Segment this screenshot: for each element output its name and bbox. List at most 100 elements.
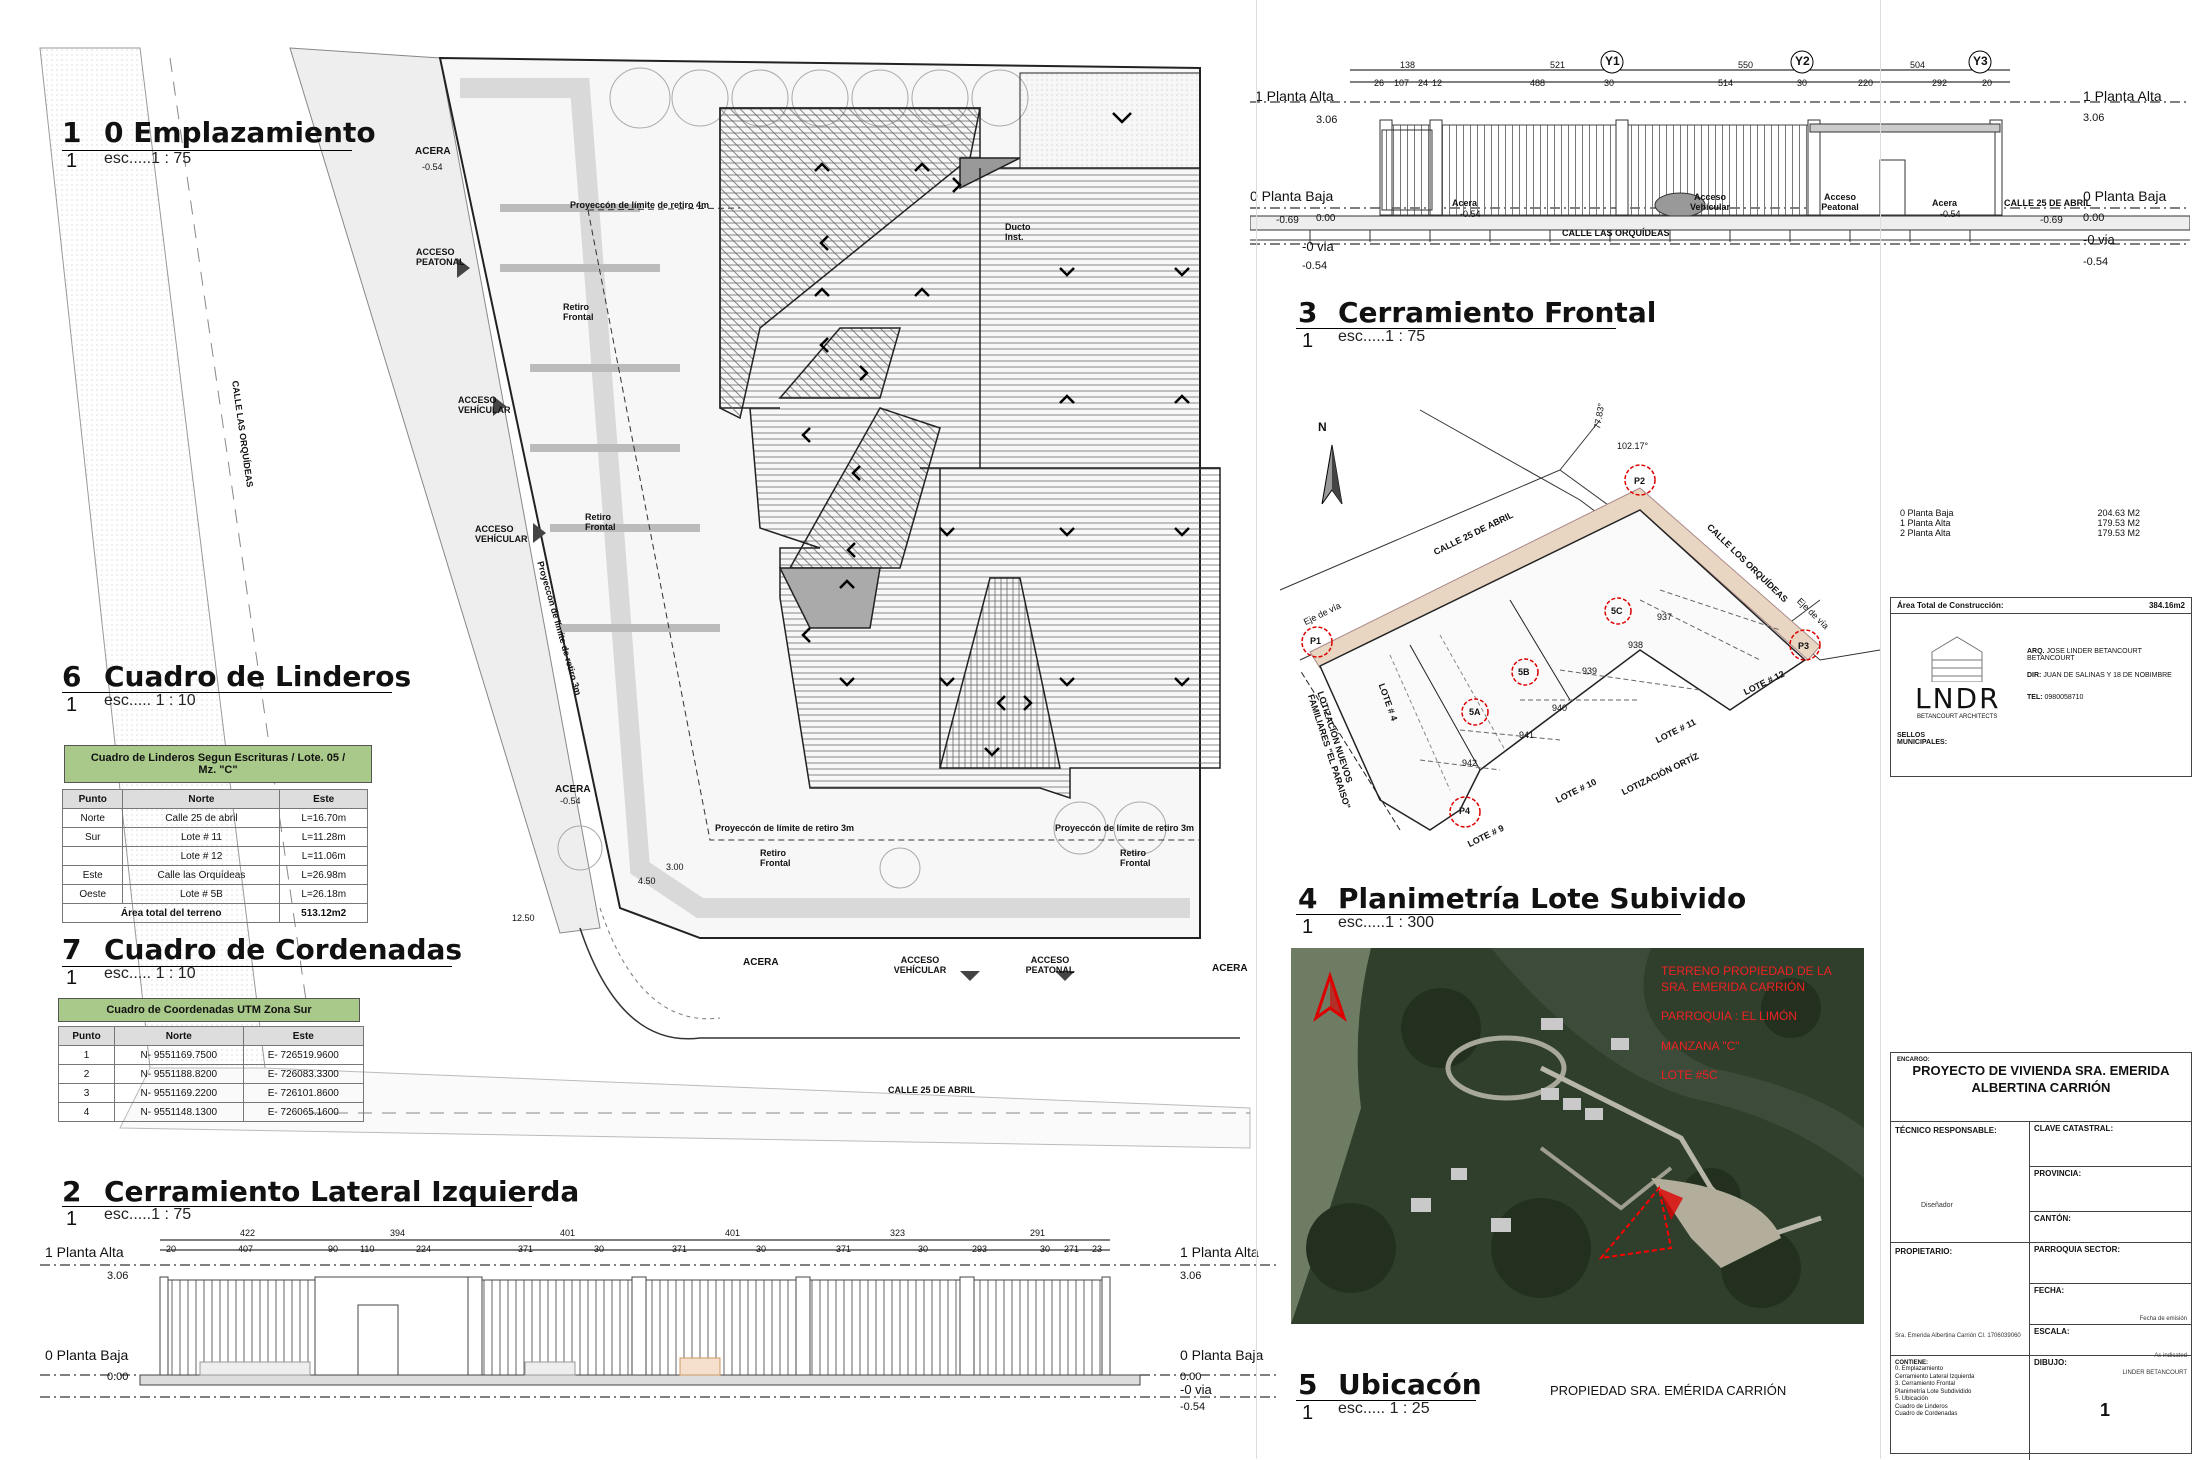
s4-underline [1296,914,1681,915]
proy-3m-label-b: Proyeccón de límite de retiro 3m [1055,823,1195,833]
cell: 3 [57,1083,116,1103]
list-item: Planimetría Lote Subdividido [1895,1388,1972,1395]
front-via-val-r: -0.54 [2083,256,2109,268]
axis-y1: Y1 [1605,54,1620,68]
dim: 110 [360,1244,375,1254]
side-elevation [40,1225,1280,1425]
tecnico-label: TÉCNICO RESPONSABLE: [1895,1126,1997,1135]
area-row: 0 Planta Baja 204.63 M2 [1900,508,2140,518]
s4-scale: esc.....1 : 300 [1338,914,1435,931]
cell: Calle 25 de abril [122,808,281,828]
sheet-frame-line [1880,0,1881,1459]
s5-subnumber: 1 [1302,1402,1314,1424]
escala-label: ESCALA: [2034,1327,2070,1336]
area-label: 0 Planta Baja [1900,508,1954,518]
s6-title: Cuadro de Linderos [104,660,412,693]
cell: 1 [57,1045,116,1065]
front-planta-alta-val-r: 3.06 [2083,112,2105,124]
list-item: 5. Ubicación [1895,1396,1929,1402]
cell: E- 726065.1600 [242,1102,365,1122]
dim: 394 [390,1228,406,1238]
coord-col: Norte [114,1026,244,1046]
dim: 90 [328,1244,339,1254]
canton-label: CANTÓN: [2034,1214,2071,1223]
cell: Calle las Orquídeas [122,865,281,885]
cell: Lote # 11 [122,827,281,847]
project-title: PROYECTO DE VIVIENDA SRA. EMERIDA ALBERT… [1912,1063,2170,1095]
cell: L=26.18m [279,884,368,904]
s1-subnumber: 1 [66,150,78,172]
provincia-label: PROVINCIA: [2030,1167,2191,1212]
retiro-frontal-label-2: Retiro Frontal [585,512,616,532]
tecnico-value: Diseñador [1921,1202,1953,1209]
point-p3: P3 [1798,641,1810,651]
linderos-col: Este [279,789,368,809]
acera-corner-value: -0.54 [560,796,581,806]
retiro-frontal-label-4: Retiro Frontal [1120,848,1151,868]
site-plan [20,28,1260,1158]
satellite-notes: TERRENO PROPIEDAD DE LA SRA. EMERIDA CAR… [1661,964,1851,1084]
s7-title: Cuadro de Cordenadas [104,933,463,966]
fecha-cell: FECHA: Fecha de emisión [2030,1284,2191,1325]
acceso-vehicular-label-1: ACCESO VEHÍCULAR [458,395,511,415]
lot-5b: 5B [1518,667,1530,677]
list-item: 0. Emplazamiento [1895,1366,1944,1372]
encargo-label: ENCARGO: [1897,1057,1930,1063]
propietario-value: Sra. Emerida Albertina Carrión CI. 17060… [1895,1333,2021,1339]
area-value: 179.53 M2 [2097,528,2140,538]
cell: Lote # 5B [122,884,281,904]
tel-value: 0980058710 [2044,694,2084,701]
proy-3m-label-a: Proyeccón de límite de retiro 3m [715,823,855,833]
s3-underline [1296,328,1616,329]
dim: 30 [1604,78,1615,88]
cell: Lote # 12 [122,846,281,866]
s2-number: 2 [62,1175,82,1208]
s3-title: Cerramiento Frontal [1338,296,1657,329]
table-row-total: Área total del terreno 513.12m2 [61,903,368,923]
parroquia-label: PARROQUIA SECTOR: [2030,1243,2191,1284]
linderos-header: Cuadro de Linderos Segun Escrituras / Lo… [64,745,372,783]
level-937: 937 [1657,612,1673,622]
area-value: 204.63 M2 [2097,508,2140,518]
cell: Área total del terreno [61,903,281,923]
dim: 550 [1738,60,1754,70]
s5-title: Ubicacón [1338,1368,1482,1401]
logo-icon [1927,632,1987,692]
contiene-cell: CONTIENE: 0. Emplazamiento Cerramiento L… [1891,1356,2030,1460]
level-941: 941 [1519,730,1535,740]
calle-abril-site: CALLE 25 DE ABRIL [888,1085,976,1095]
front-nivel-neg-l: -0.69 [1276,215,1299,226]
office-block: Área Total de Construcción: 384.16m2 LND… [1890,597,2192,777]
side-planta-alta-val-l: 3.06 [107,1270,129,1282]
s6-number: 6 [62,660,82,693]
lot-5a: 5A [1469,707,1481,717]
s3-number: 3 [1298,296,1318,329]
s5-scale: esc..... 1 : 25 [1338,1400,1430,1417]
front-via-r: -0 via [2083,232,2115,247]
contiene-list: 0. Emplazamiento Cerramiento Lateral Izq… [1895,1366,2025,1419]
dim: 407 [238,1244,254,1254]
s2-underline [62,1206,532,1207]
project-cell: ENCARGO: PROYECTO DE VIVIENDA SRA. EMERI… [1891,1053,2191,1122]
dim: 521 [1550,60,1566,70]
s7-number: 7 [62,933,82,966]
s6-underline [62,692,392,693]
escala-cell: ESCALA: As indicated [2030,1325,2191,1365]
front-planta-alta-r: 1 Planta Alta [2083,88,2162,104]
list-item: Cerramiento Lateral Izquierda [1895,1373,1975,1380]
dim: 371 [518,1244,534,1254]
acceso-peatonal-bottom: ACCESO PEATONAL [1025,955,1075,975]
s2-scale: esc.....1 : 75 [104,1206,192,1223]
acera-top-label: ACERA [415,146,451,157]
angle-2: 102.17° [1617,441,1649,451]
dim-450: 4.50 [638,876,656,886]
dim: 401 [725,1228,741,1238]
satellite-image [1291,948,1864,1324]
dim-300: 3.00 [666,862,684,872]
cell: N- 9551169.2200 [114,1083,244,1103]
dim: 20 [1982,78,1993,88]
sat-line: PARROQUIA : EL LIMÓN [1661,1009,1798,1024]
